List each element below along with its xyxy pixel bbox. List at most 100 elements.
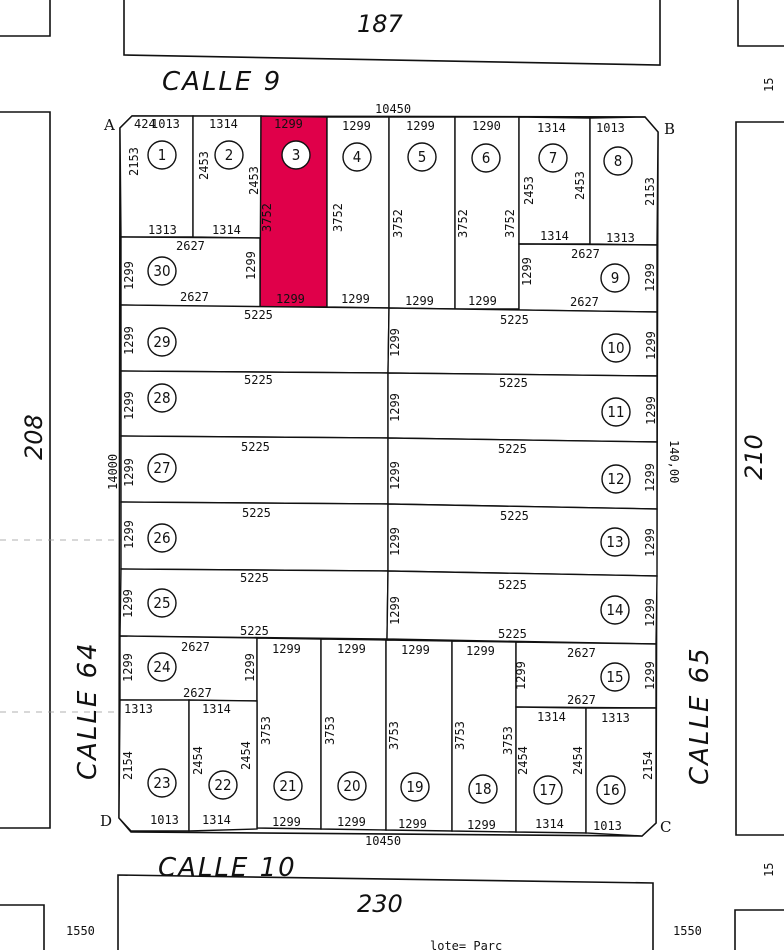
svg-text:22: 22 <box>214 776 231 794</box>
svg-text:1299: 1299 <box>122 326 136 355</box>
svg-text:1314: 1314 <box>537 710 566 724</box>
svg-text:2: 2 <box>225 146 234 164</box>
note-south-right: 1550 <box>673 924 702 938</box>
svg-text:11: 11 <box>607 403 624 421</box>
svg-text:2454: 2454 <box>571 746 585 775</box>
svg-text:1299: 1299 <box>121 589 135 618</box>
svg-text:3: 3 <box>292 146 301 164</box>
svg-text:3753: 3753 <box>259 716 273 745</box>
dim-east: 140,00 <box>667 440 681 483</box>
svg-text:5225: 5225 <box>244 373 273 387</box>
svg-text:1299: 1299 <box>122 458 136 487</box>
svg-text:1314: 1314 <box>212 223 241 237</box>
svg-text:20: 20 <box>343 777 360 795</box>
street-south-label: CALLE 10 <box>158 853 297 883</box>
svg-text:1299: 1299 <box>643 528 657 557</box>
svg-text:1299: 1299 <box>388 596 402 625</box>
svg-text:5225: 5225 <box>498 627 527 641</box>
svg-text:3752: 3752 <box>331 203 345 232</box>
svg-text:1299: 1299 <box>337 642 366 656</box>
svg-text:1299: 1299 <box>274 117 303 131</box>
dim-south: 10450 <box>365 834 401 848</box>
svg-text:2453: 2453 <box>197 151 211 180</box>
lot-8[interactable] <box>589 116 659 246</box>
svg-text:1313: 1313 <box>601 711 630 725</box>
svg-text:1299: 1299 <box>337 815 366 829</box>
svg-text:1299: 1299 <box>643 263 657 292</box>
block-208-label: 208 <box>20 414 48 460</box>
note-east-top: 15 <box>762 78 776 92</box>
note-south-left: 1550 <box>66 924 95 938</box>
svg-text:3753: 3753 <box>453 721 467 750</box>
svg-text:2154: 2154 <box>641 751 655 780</box>
svg-text:2154: 2154 <box>121 751 135 780</box>
svg-text:28: 28 <box>153 389 170 407</box>
svg-text:5225: 5225 <box>500 509 529 523</box>
svg-text:1299: 1299 <box>122 261 136 290</box>
note-lote: lote= Parc <box>430 939 502 950</box>
svg-text:21: 21 <box>279 777 296 795</box>
svg-text:1013: 1013 <box>596 121 625 135</box>
svg-text:14: 14 <box>606 601 623 619</box>
svg-text:2153: 2153 <box>127 147 141 176</box>
svg-text:9: 9 <box>611 269 620 287</box>
corner-d: D <box>100 812 112 830</box>
svg-text:1299: 1299 <box>341 292 370 306</box>
svg-text:2153: 2153 <box>643 177 657 206</box>
svg-text:5225: 5225 <box>498 578 527 592</box>
street-north-label: CALLE 9 <box>162 67 282 97</box>
block-210-label: 210 <box>740 434 768 480</box>
svg-text:1013: 1013 <box>151 117 180 131</box>
lot-16[interactable] <box>585 707 657 837</box>
svg-text:3752: 3752 <box>260 203 274 232</box>
svg-text:1013: 1013 <box>150 813 179 827</box>
svg-text:1314: 1314 <box>202 702 231 716</box>
svg-text:5225: 5225 <box>240 624 269 638</box>
svg-text:3752: 3752 <box>503 209 517 238</box>
svg-text:1314: 1314 <box>209 117 238 131</box>
svg-text:1313: 1313 <box>124 702 153 716</box>
svg-text:1299: 1299 <box>406 119 435 133</box>
svg-text:1013: 1013 <box>593 819 622 833</box>
lot-number-circles: 1 2 3 4 5 6 7 8 9 10 11 12 13 14 15 16 1… <box>147 140 633 805</box>
svg-text:1314: 1314 <box>540 229 569 243</box>
svg-text:1299: 1299 <box>468 294 497 308</box>
dim-north: 10450 <box>375 102 411 116</box>
svg-text:1299: 1299 <box>276 292 305 306</box>
svg-text:10: 10 <box>607 339 624 357</box>
svg-text:2454: 2454 <box>516 746 530 775</box>
svg-text:26: 26 <box>153 529 170 547</box>
svg-text:13: 13 <box>606 533 623 551</box>
svg-text:3753: 3753 <box>387 721 401 750</box>
lot-22[interactable] <box>188 699 258 832</box>
svg-text:30: 30 <box>153 262 170 280</box>
svg-text:17: 17 <box>539 781 556 799</box>
svg-text:6: 6 <box>482 149 491 167</box>
svg-text:27: 27 <box>153 459 170 477</box>
svg-text:1299: 1299 <box>405 294 434 308</box>
svg-text:5225: 5225 <box>498 442 527 456</box>
svg-text:15: 15 <box>606 668 623 686</box>
svg-text:29: 29 <box>153 333 170 351</box>
lot-23[interactable] <box>118 699 190 832</box>
svg-text:4: 4 <box>353 148 362 166</box>
svg-text:2454: 2454 <box>191 746 205 775</box>
svg-text:2627: 2627 <box>183 686 212 700</box>
block-187-label: 187 <box>357 10 404 38</box>
svg-text:2627: 2627 <box>181 640 210 654</box>
svg-text:5225: 5225 <box>240 571 269 585</box>
svg-text:1299: 1299 <box>388 328 402 357</box>
svg-text:1314: 1314 <box>535 817 564 831</box>
svg-text:1299: 1299 <box>466 644 495 658</box>
svg-text:1299: 1299 <box>644 396 658 425</box>
svg-text:1299: 1299 <box>514 661 528 690</box>
svg-text:1299: 1299 <box>401 643 430 657</box>
corner-a: A <box>103 116 115 134</box>
svg-text:1299: 1299 <box>244 251 258 280</box>
svg-text:5225: 5225 <box>500 313 529 327</box>
block-230-label: 230 <box>357 890 403 918</box>
svg-text:1299: 1299 <box>467 818 496 832</box>
svg-text:5225: 5225 <box>242 506 271 520</box>
svg-text:1299: 1299 <box>643 598 657 627</box>
